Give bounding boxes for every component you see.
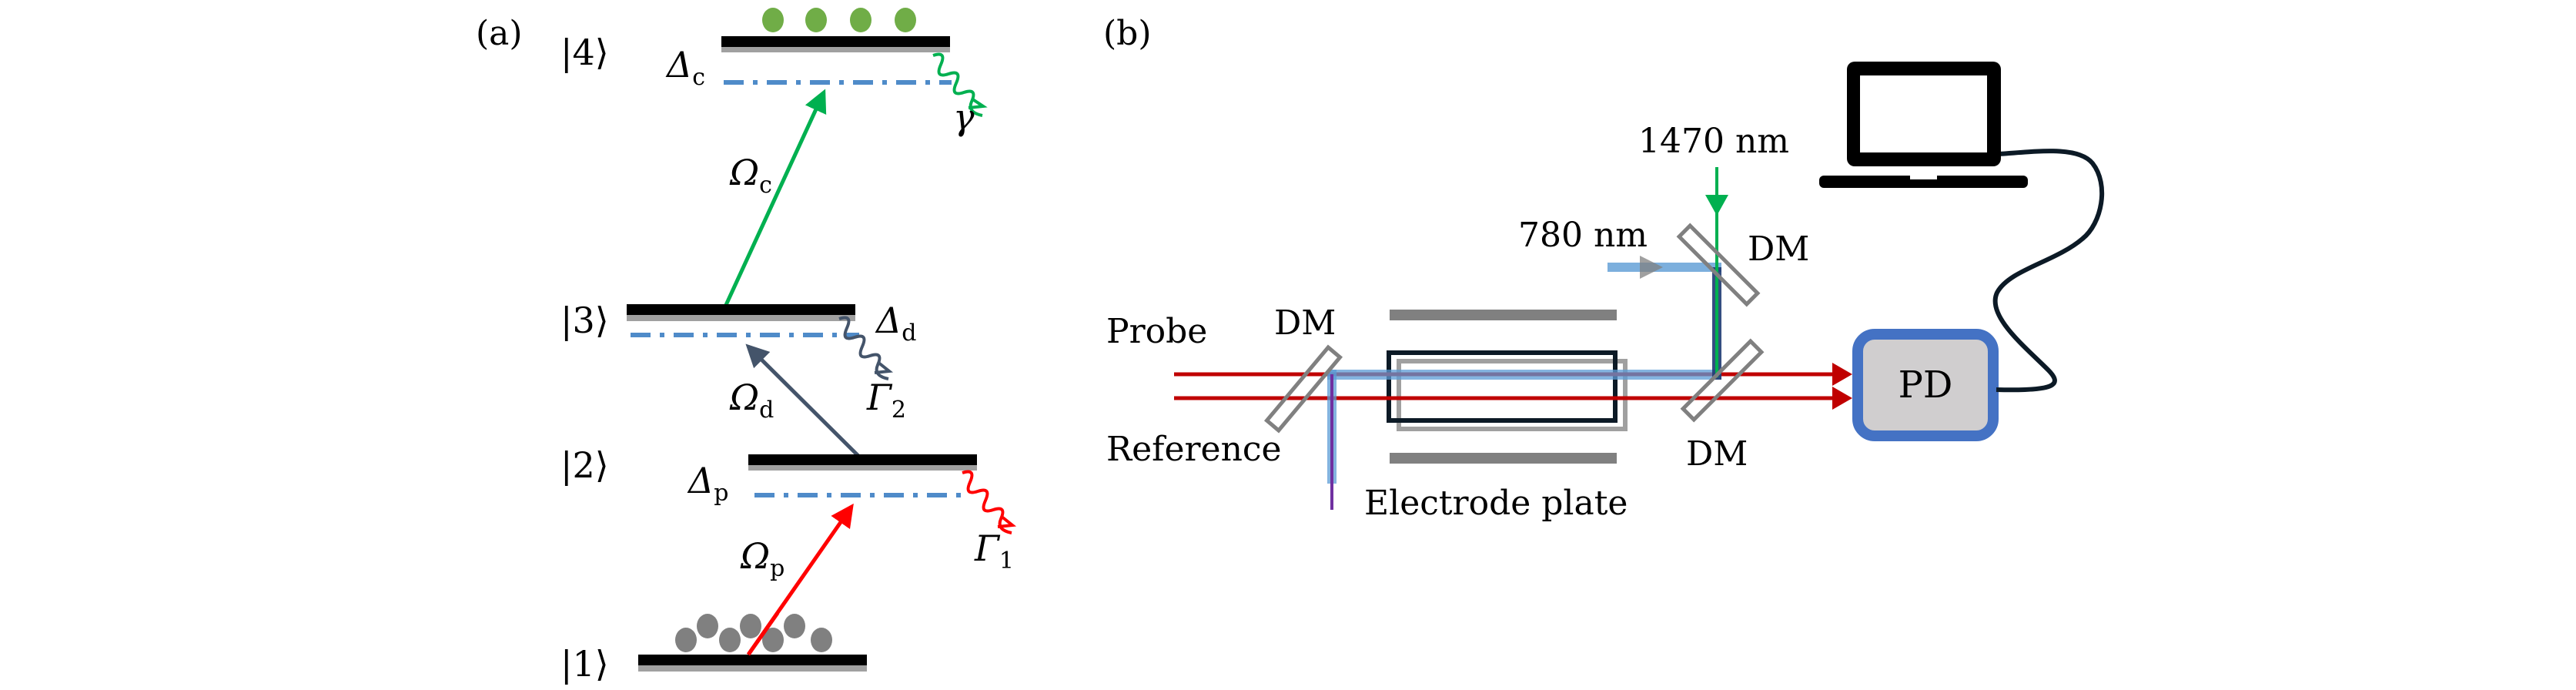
level-3: |3⟩ Δd Γ2	[560, 300, 916, 424]
probe-label: Probe	[1106, 312, 1207, 351]
atom-dot	[762, 628, 784, 652]
transition-arrow-p-base	[746, 611, 780, 656]
rabi-label-p: Ωp	[740, 535, 785, 582]
decay-arrowhead-gamma	[968, 97, 988, 109]
level-2-shadow	[748, 464, 977, 471]
atom-dot	[762, 8, 784, 32]
decay-wave-gamma	[932, 52, 983, 117]
dichroic-mirror-top	[1676, 223, 1761, 307]
rabi-label-c: Ωc	[729, 152, 772, 199]
excited-atoms	[762, 8, 916, 32]
decay-wave-gamma2	[838, 316, 889, 380]
photodetector: PD	[1852, 329, 1999, 441]
dressing-laser-label: 780 nm	[1518, 216, 1648, 255]
level-3-shadow	[627, 315, 855, 321]
level-4-shadow	[721, 46, 950, 52]
dichroic-mirror-left	[1263, 344, 1343, 434]
detuning-label-c: Δc	[665, 44, 705, 91]
atom-dot	[784, 614, 805, 638]
coupling-arrowhead	[1705, 195, 1728, 216]
photodetector-box	[1852, 329, 1999, 441]
laptop-icon	[1819, 62, 2028, 188]
atom-dot	[895, 8, 916, 32]
transition-arrow-d	[745, 343, 861, 458]
electrode-plate-bottom	[1390, 453, 1617, 464]
dm-top-label: DM	[1748, 229, 1809, 269]
atom-dot	[719, 628, 741, 652]
dichroic-mirror-bottom	[1680, 338, 1765, 423]
level-4: |4⟩ Δc γ	[560, 8, 988, 138]
transition-arrow-c	[724, 89, 827, 306]
decay-arrowhead-gamma1	[997, 514, 1017, 528]
vapor-cell-shadow	[1397, 359, 1628, 431]
dm-left-label: DM	[1274, 303, 1336, 343]
detuning-label-d: Δd	[875, 300, 916, 347]
ket-3: |3⟩	[560, 300, 609, 341]
dressing-beam-counterprop	[1327, 370, 1721, 380]
electrode-plate-label: Electrode plate	[1364, 484, 1628, 523]
photodetector-label: PD	[1899, 363, 1953, 407]
panel-b: (b) 1470 nm 780 nm Probe Reference DM	[1103, 14, 2105, 523]
level-1-shadow	[638, 665, 867, 672]
ket-1: |1⟩	[560, 643, 609, 685]
dressing-beam-arrowhead	[1640, 256, 1663, 279]
atom-dot	[811, 628, 832, 652]
decay-arrowhead-gamma2	[874, 360, 894, 374]
laptop-base	[1819, 176, 2028, 188]
laptop-screen	[1860, 75, 1987, 152]
level-4-bar	[721, 36, 950, 47]
probe-arrowhead	[1832, 363, 1852, 386]
level-3-bar	[627, 304, 855, 315]
decay-wave-gamma1	[962, 470, 1012, 534]
reference-label: Reference	[1106, 430, 1282, 469]
decay-label-gamma2: Γ2	[866, 377, 906, 424]
decay-label-gamma1: Γ1	[974, 528, 1014, 574]
cable	[1992, 149, 2105, 393]
reference-arrowhead	[1832, 387, 1852, 410]
atom-dot	[675, 628, 697, 652]
laptop-notch	[1910, 176, 1937, 179]
atom-dot	[697, 614, 718, 638]
detuning-label-p: Δp	[687, 460, 728, 507]
coupling-laser-label: 1470 nm	[1638, 122, 1789, 161]
rabi-label-d: Ωd	[729, 377, 774, 424]
panel-a: (a) |4⟩ Δc γ Ωc |3⟩ Δd	[476, 8, 1017, 685]
ket-2: |2⟩	[560, 444, 609, 486]
ground-atoms	[675, 614, 832, 652]
ket-4: |4⟩	[560, 32, 609, 73]
level-2: |2⟩ Δp Γ1	[560, 444, 1017, 574]
level-2-bar	[748, 454, 977, 465]
dressing-beam-in	[1607, 263, 1721, 272]
panel-b-label: (b)	[1103, 14, 1152, 53]
vapor-cell	[1387, 350, 1618, 423]
dm-bottom-label: DM	[1686, 434, 1748, 474]
level-1: |1⟩	[560, 614, 867, 685]
atom-dot	[850, 8, 871, 32]
atom-dot	[740, 614, 761, 638]
electrode-plate-top	[1390, 310, 1617, 320]
level-1-bar	[638, 655, 867, 665]
decay-label-gamma: γ	[953, 96, 975, 138]
atom-dot	[805, 8, 827, 32]
panel-a-label: (a)	[476, 14, 523, 53]
